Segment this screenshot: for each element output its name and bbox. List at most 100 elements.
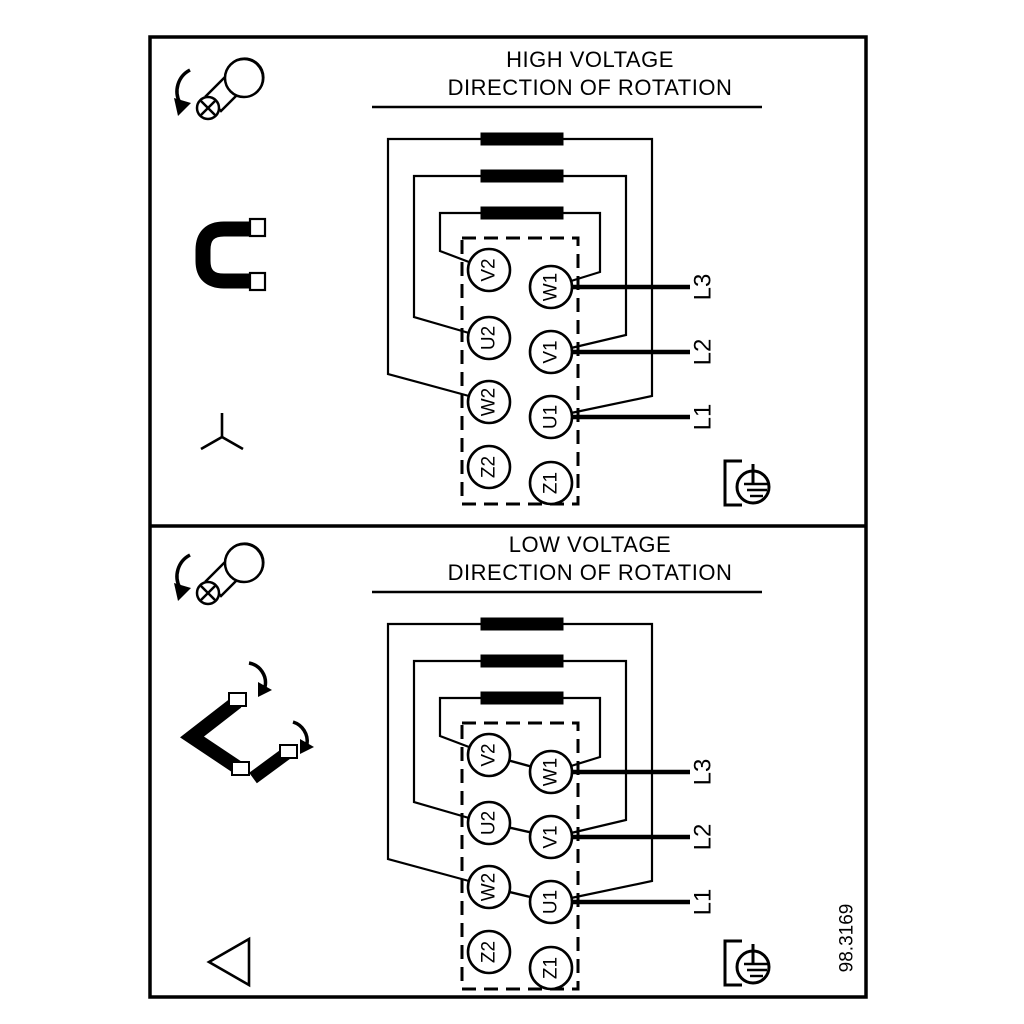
winding-wire — [563, 211, 602, 283]
move-arrow — [248, 661, 268, 688]
terminal-label: V1 — [541, 825, 562, 848]
terminal-circle — [466, 864, 512, 910]
terminal-circle — [466, 732, 512, 778]
terminal-label: V1 — [541, 340, 562, 363]
panel-high-voltage: HIGH VOLTAGE DIRECTION OF ROTATION L3 L2… — [174, 47, 771, 507]
jumper-bridge-icon — [195, 217, 267, 292]
terminal-label: U1 — [541, 405, 562, 429]
jumper-tab — [279, 744, 298, 759]
panel-subtitle: DIRECTION OF ROTATION — [448, 75, 733, 100]
terminal-W2: W2 — [466, 379, 512, 425]
winding-bar — [480, 169, 564, 183]
ground-screw-icon — [723, 939, 771, 987]
supply-line-label-l1: L1 — [690, 404, 717, 431]
winding-bar — [480, 206, 564, 220]
terminal-label: Z2 — [479, 456, 500, 478]
terminal-label: Z1 — [541, 472, 562, 494]
move-arrowhead — [258, 682, 272, 697]
winding-bars — [480, 132, 564, 220]
panel-low-voltage: LOW VOLTAGE DIRECTION OF ROTATION — [174, 532, 858, 991]
delta-jumper-plates — [180, 696, 244, 775]
terminal-W1: W1 — [528, 264, 574, 310]
terminal-circle — [528, 749, 574, 795]
terminal-W2: W2 — [466, 864, 512, 910]
terminal-circle — [528, 264, 574, 310]
terminal-label: Z1 — [541, 957, 562, 979]
terminal-V1: V1 — [528, 329, 574, 375]
terminal-circle — [528, 945, 574, 991]
winding-wire — [386, 137, 481, 398]
supply-line-label-l2: L2 — [690, 339, 717, 366]
figure-reference-number: 98.3169 — [837, 904, 858, 973]
terminal-U2: U2 — [466, 315, 512, 361]
screw-head-bevel — [230, 542, 265, 577]
outer-border — [148, 35, 868, 999]
terminal-block — [460, 721, 580, 991]
terminal-label: W1 — [541, 758, 562, 787]
terminal-V2: V2 — [466, 732, 512, 778]
terminal-circle — [528, 394, 574, 440]
terminal-circle — [466, 929, 512, 975]
ground-screw-icon — [723, 459, 771, 507]
terminal-block — [460, 236, 580, 506]
terminal-label: U1 — [541, 890, 562, 914]
winding-bar — [480, 617, 564, 631]
terminal-U1: U1 — [528, 879, 574, 925]
delta-symbol-icon — [206, 936, 251, 988]
terminal-circle — [466, 800, 512, 846]
winding-wire — [412, 659, 481, 820]
terminal-W1: W1 — [528, 749, 574, 795]
jumper-bridge-body — [195, 221, 256, 289]
rotation-arrowhead — [174, 583, 191, 601]
winding-wire — [563, 622, 654, 900]
winding-wire — [563, 174, 628, 350]
terminal-U2: U2 — [466, 800, 512, 846]
supply-line-label-l3: L3 — [690, 274, 717, 301]
terminal-label: W2 — [479, 388, 500, 417]
terminal-circle — [528, 814, 574, 860]
screw-rotation-icon — [174, 542, 265, 606]
terminal-label: W1 — [541, 273, 562, 302]
winding-bar — [480, 132, 564, 146]
rotation-arrow — [175, 553, 191, 589]
supply-line-label-l3: L3 — [690, 759, 717, 786]
screw-slot — [200, 585, 216, 601]
terminal-Z2: Z2 — [466, 929, 512, 975]
terminal-circle — [528, 460, 574, 506]
supply-line-label-l1: L1 — [690, 889, 717, 916]
terminal-V2: V2 — [466, 247, 512, 293]
terminals: V2 U2 W2 Z2 W1 V1 — [466, 247, 574, 506]
terminal-U1: U1 — [528, 394, 574, 440]
move-arrow — [292, 720, 309, 745]
winding-bar — [480, 691, 564, 705]
terminal-circle — [466, 379, 512, 425]
terminals: V2 U2 W2 Z2 W1 V1 — [466, 732, 574, 991]
terminal-circle — [528, 329, 574, 375]
winding-bars — [480, 617, 564, 705]
winding-wires — [386, 622, 654, 900]
terminal-label: V2 — [479, 743, 500, 766]
jumper-tab — [231, 761, 250, 776]
winding-wire — [386, 622, 481, 883]
screw-slot — [200, 100, 216, 116]
panel-title: LOW VOLTAGE — [509, 532, 671, 557]
winding-wire — [563, 696, 602, 768]
supply-lines — [572, 769, 690, 905]
rotation-arrowhead — [174, 98, 191, 116]
panel-title: HIGH VOLTAGE — [506, 47, 674, 72]
jumper-bridge-tab — [248, 217, 267, 238]
winding-wire — [438, 211, 481, 264]
move-arrowhead — [300, 739, 314, 754]
terminal-label: U2 — [479, 811, 500, 835]
terminal-label: U2 — [479, 326, 500, 350]
terminal-circle — [466, 247, 512, 293]
screw-head-bevel — [230, 57, 265, 92]
winding-wires — [386, 137, 654, 415]
terminal-Z1: Z1 — [528, 460, 574, 506]
jumper-tab — [228, 692, 247, 707]
terminal-Z1: Z1 — [528, 945, 574, 991]
winding-wire — [412, 174, 481, 335]
figure-frame — [148, 35, 868, 999]
